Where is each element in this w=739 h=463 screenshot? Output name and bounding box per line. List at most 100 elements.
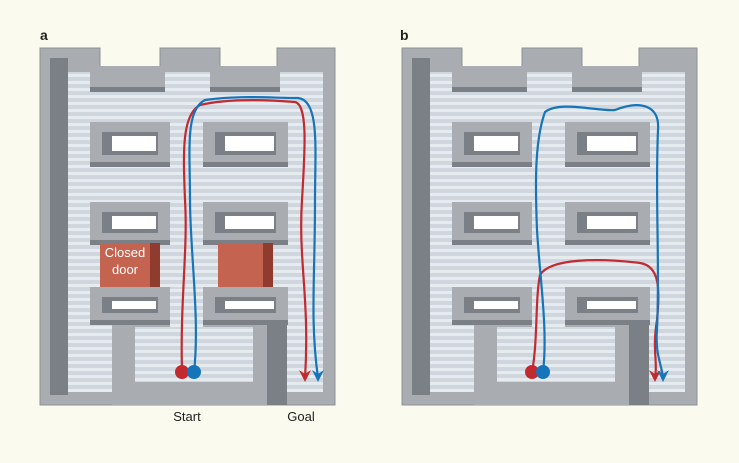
lower-wall-block-shadow	[565, 320, 650, 325]
floor-stripe	[532, 310, 565, 313]
start-label: Start	[173, 409, 201, 424]
closed-door-label-line2: door	[112, 262, 139, 277]
floor-stripe	[430, 109, 685, 112]
floor-stripe	[430, 123, 685, 126]
floor-stripe	[430, 179, 685, 182]
floor-stripe	[68, 221, 323, 224]
floor-stripe	[430, 284, 685, 287]
floor-stripe	[497, 329, 615, 332]
left-wall-face	[412, 58, 430, 395]
floor-stripe	[68, 151, 323, 154]
panel-a-red-arrowhead-icon	[299, 370, 311, 382]
lower-wall-block-shadow	[452, 320, 532, 325]
floor-stripe	[68, 277, 323, 280]
closed-door-right-side	[263, 243, 273, 287]
floor-stripe	[430, 193, 685, 196]
wall-block-shadow	[203, 240, 288, 245]
panel-a-blue-start-dot	[187, 365, 201, 379]
floor-stripe	[68, 242, 323, 245]
floor-stripe	[68, 74, 323, 77]
floor-stripe	[68, 158, 323, 161]
wall-block-opening	[225, 136, 274, 151]
floor-stripe	[430, 249, 685, 252]
floor-stripe	[497, 364, 615, 367]
floor-stripe	[532, 317, 565, 320]
panel-b-red-start-dot	[525, 365, 539, 379]
floor-stripe	[430, 214, 685, 217]
floor-stripe	[430, 172, 685, 175]
floor-stripe	[68, 263, 323, 266]
lower-wall-block-shadow	[203, 320, 288, 325]
lower-wall-block-opening	[474, 301, 518, 309]
lower-wall-block-opening	[587, 301, 636, 309]
floor-stripe	[430, 207, 685, 210]
floor-stripe	[497, 336, 615, 339]
floor-stripe	[430, 144, 685, 147]
top-wall-block-shadow	[90, 87, 165, 92]
floor-stripe	[68, 144, 323, 147]
top-wall-block-shadow	[210, 87, 280, 92]
floor-stripe	[135, 343, 253, 346]
floor-stripe	[68, 214, 323, 217]
floor-stripe	[532, 303, 565, 306]
floor-stripe	[68, 165, 323, 168]
floor-stripe	[532, 289, 565, 292]
closed-door-label-line1: Closed	[105, 245, 145, 260]
floor-stripe	[68, 102, 323, 105]
floor-stripe	[430, 186, 685, 189]
floor-stripe	[68, 116, 323, 119]
floor-stripe	[68, 200, 323, 203]
floor-stripe	[497, 343, 615, 346]
panel-a-label: a	[40, 27, 48, 43]
floor-stripe	[430, 74, 685, 77]
panel-a-red-start-dot	[175, 365, 189, 379]
floor-stripe	[135, 329, 253, 332]
floor-stripe	[430, 130, 685, 133]
wall-block-shadow	[565, 240, 650, 245]
maze-panel-b	[401, 47, 698, 406]
floor-stripe	[170, 324, 203, 327]
closed-door-left-side	[150, 243, 160, 287]
floor-stripe	[68, 88, 323, 91]
floor-stripe	[68, 270, 323, 273]
floor-stripe	[135, 378, 253, 381]
floor-stripe	[68, 256, 323, 259]
floor-stripe	[430, 88, 685, 91]
lower-wall-block-opening	[225, 301, 274, 309]
floor-stripe	[68, 207, 323, 210]
left-wall-face	[50, 58, 68, 395]
floor-stripe	[170, 296, 203, 299]
wall-block-opening	[112, 136, 156, 151]
panel-b-blue-start-dot	[536, 365, 550, 379]
floor-stripe	[430, 256, 685, 259]
floor-stripe	[430, 137, 685, 140]
top-wall-block-shadow	[452, 87, 527, 92]
floor-stripe	[430, 81, 685, 84]
floor-stripe	[68, 235, 323, 238]
wall-block-shadow	[452, 162, 532, 167]
panel-a-red-path	[180, 99, 308, 380]
floor-stripe	[430, 228, 685, 231]
floor-stripe	[430, 151, 685, 154]
wall-block-opening	[474, 136, 518, 151]
panel-b-red-arrowhead-icon	[649, 370, 661, 382]
floor-stripe	[532, 296, 565, 299]
floor-stripe	[68, 193, 323, 196]
floor-stripe	[170, 317, 203, 320]
floor-stripe	[170, 289, 203, 292]
floor-stripe	[135, 357, 253, 360]
floor-stripe	[497, 371, 615, 374]
lower-wall-block-opening	[112, 301, 156, 309]
trajectories	[175, 96, 669, 382]
floor-stripe	[68, 249, 323, 252]
floor-stripe	[497, 378, 615, 381]
floor-stripe	[430, 221, 685, 224]
floor-stripe	[430, 277, 685, 280]
wall-block-opening	[112, 216, 156, 229]
floor-stripe	[430, 200, 685, 203]
floor-stripe	[68, 186, 323, 189]
floor-stripe	[68, 228, 323, 231]
wall-block-shadow	[90, 240, 170, 245]
lower-wall-block-shadow	[90, 320, 170, 325]
